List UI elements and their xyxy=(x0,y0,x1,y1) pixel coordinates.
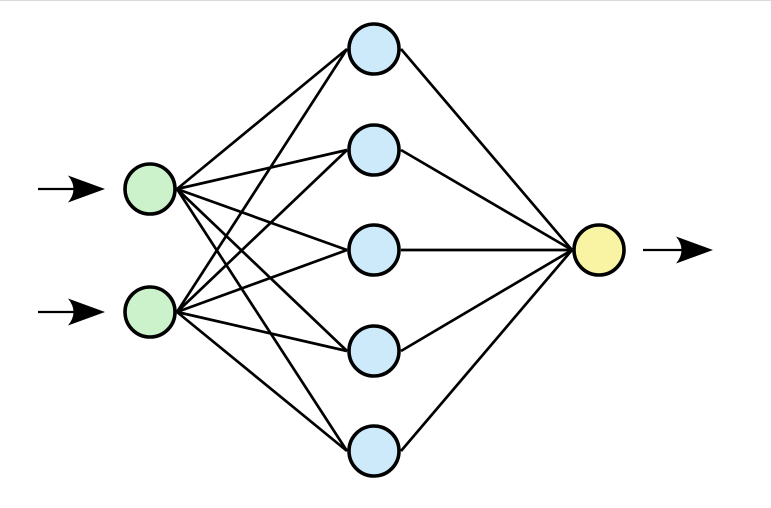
input-arrow-2-head xyxy=(68,298,105,326)
edge-in-1-h-1 xyxy=(176,47,348,191)
edge-in-1-h-3 xyxy=(176,187,348,252)
input-arrow-1 xyxy=(38,175,105,203)
nodes-layer xyxy=(123,22,626,478)
edges-layer xyxy=(175,47,574,453)
edge-h-4-out-1 xyxy=(400,248,573,353)
input-arrow-2 xyxy=(38,298,105,326)
edge-in-2-h-4 xyxy=(176,310,348,353)
hidden-node-h-2 xyxy=(347,123,401,177)
arrows-layer xyxy=(38,175,713,326)
edge-in-1-h-5 xyxy=(175,188,349,452)
output-arrow-head xyxy=(676,236,713,264)
input-node-in-2 xyxy=(123,285,177,339)
edge-in-1-h-2 xyxy=(176,148,348,191)
edge-h-1-out-1 xyxy=(399,48,574,251)
edge-h-5-out-1 xyxy=(399,249,574,452)
hidden-node-h-5 xyxy=(347,424,401,478)
hidden-node-h-4 xyxy=(347,324,401,378)
edge-in-2-h-5 xyxy=(176,310,348,453)
hidden-node-h-3 xyxy=(347,223,401,277)
input-node-in-1 xyxy=(123,162,177,216)
edge-h-2-out-1 xyxy=(400,148,573,252)
input-arrow-1-head xyxy=(68,175,105,203)
hidden-node-h-1 xyxy=(347,22,401,76)
output-arrow xyxy=(643,236,713,264)
output-node-out-1 xyxy=(572,223,626,277)
edge-in-2-h-1 xyxy=(175,48,349,313)
edge-in-2-h-2 xyxy=(176,149,348,313)
edge-in-2-h-3 xyxy=(176,248,348,314)
edge-in-1-h-4 xyxy=(176,188,348,352)
